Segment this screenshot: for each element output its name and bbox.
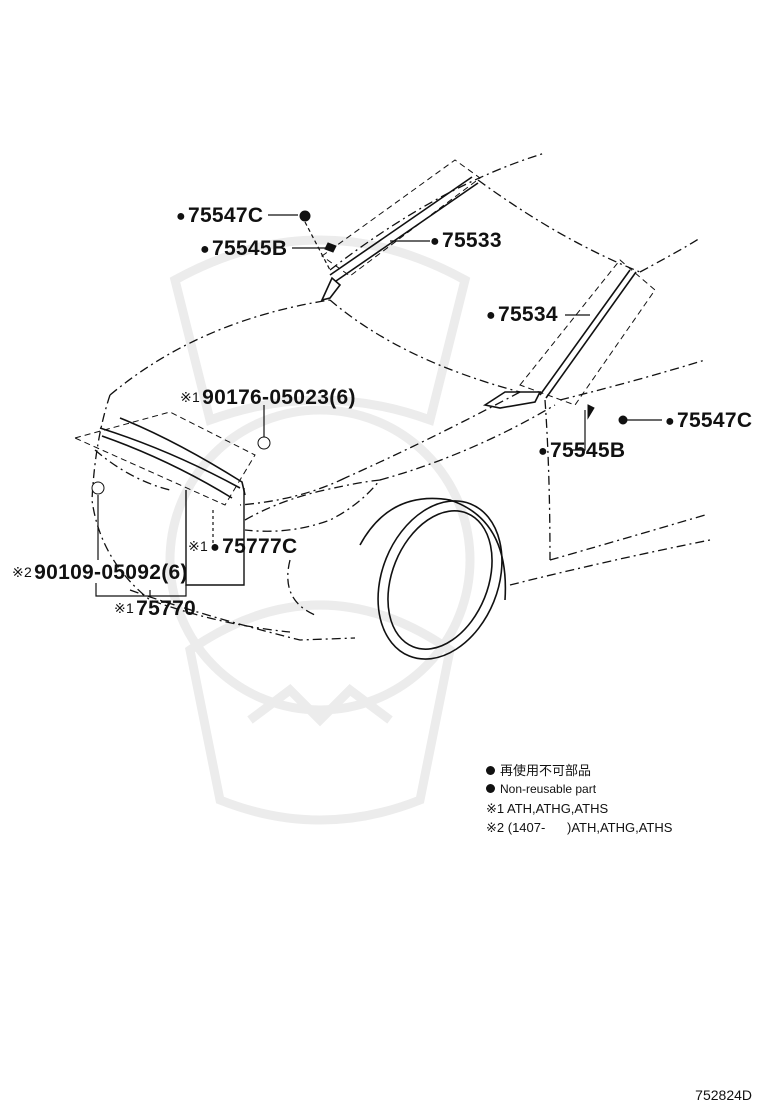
seal-75777c-box: [185, 488, 245, 586]
diagram-code: 752824D: [695, 1087, 752, 1103]
non-reusable-dot-icon: ●: [430, 233, 440, 250]
moulding-75534: [482, 269, 637, 409]
label-75770: ※175770: [114, 598, 196, 619]
bullet-icon: [486, 766, 495, 775]
moulding-75770-box: [73, 411, 256, 506]
non-reusable-dot-icon: ●: [538, 443, 548, 460]
label-75545b-top: ●75545B: [200, 238, 287, 259]
moulding-75770: [99, 417, 246, 499]
part-number: 75533: [441, 229, 502, 252]
note-1-mark: ※1: [188, 538, 209, 554]
legend-text: ※2 (1407- )ATH,ATHG,ATHS: [486, 820, 673, 835]
note-1-mark: ※1: [114, 600, 135, 616]
moulding-75533-box: [321, 159, 481, 277]
label-75533: ●75533: [430, 230, 502, 251]
label-75545b-right: ●75545B: [538, 440, 625, 461]
part-number: 75545B: [211, 237, 288, 260]
non-reusable-dot-icon: ●: [210, 539, 221, 556]
clips: [91, 210, 628, 495]
part-number: 75547C: [187, 204, 264, 227]
label-75534: ●75534: [486, 304, 558, 325]
label-90109: ※290109-05092(6): [12, 562, 188, 583]
leader-lines: [95, 214, 662, 597]
legend-row-non-reusable-en: Non-reusable part: [486, 780, 672, 799]
part-number: 75545B: [549, 439, 626, 462]
legend-row-note-2: ※2 (1407- )ATH,ATHG,ATHS: [486, 818, 672, 837]
label-75777c: ※1●75777C: [188, 536, 297, 557]
part-number: 90109-05092(6): [34, 561, 188, 584]
watermark-emblem: [165, 235, 475, 825]
non-reusable-dot-icon: ●: [665, 413, 675, 430]
note-2-mark: ※2: [12, 564, 33, 580]
non-reusable-dot-icon: ●: [200, 241, 210, 258]
part-number: 75547C: [676, 409, 753, 432]
label-90176: ※190176-05023(6): [180, 387, 356, 408]
legend-row-note-1: ※1 ATH,ATHG,ATHS: [486, 799, 672, 818]
legend-text: Non-reusable part: [500, 782, 597, 796]
part-number: 75534: [497, 303, 558, 326]
label-75547c-right: ●75547C: [665, 410, 752, 431]
label-75547c-top: ●75547C: [176, 205, 263, 226]
front-wheel: [359, 497, 507, 660]
non-reusable-dot-icon: ●: [486, 307, 496, 324]
part-number: 75777C: [222, 535, 298, 558]
part-number: 90176-05023(6): [202, 386, 356, 409]
note-1-mark: ※1: [180, 389, 201, 405]
legend-text: ※1 ATH,ATHG,ATHS: [486, 801, 609, 816]
moulding-75533: [320, 176, 479, 302]
legend: 再使用不可部品 Non-reusable part ※1 ATH,ATHG,AT…: [486, 761, 672, 837]
part-number: 75770: [136, 597, 197, 620]
moulding-75534-box: [519, 259, 656, 406]
bullet-icon: [486, 784, 495, 793]
legend-text: 再使用不可部品: [500, 763, 592, 778]
non-reusable-dot-icon: ●: [176, 208, 186, 225]
legend-row-non-reusable-jp: 再使用不可部品: [486, 761, 672, 780]
